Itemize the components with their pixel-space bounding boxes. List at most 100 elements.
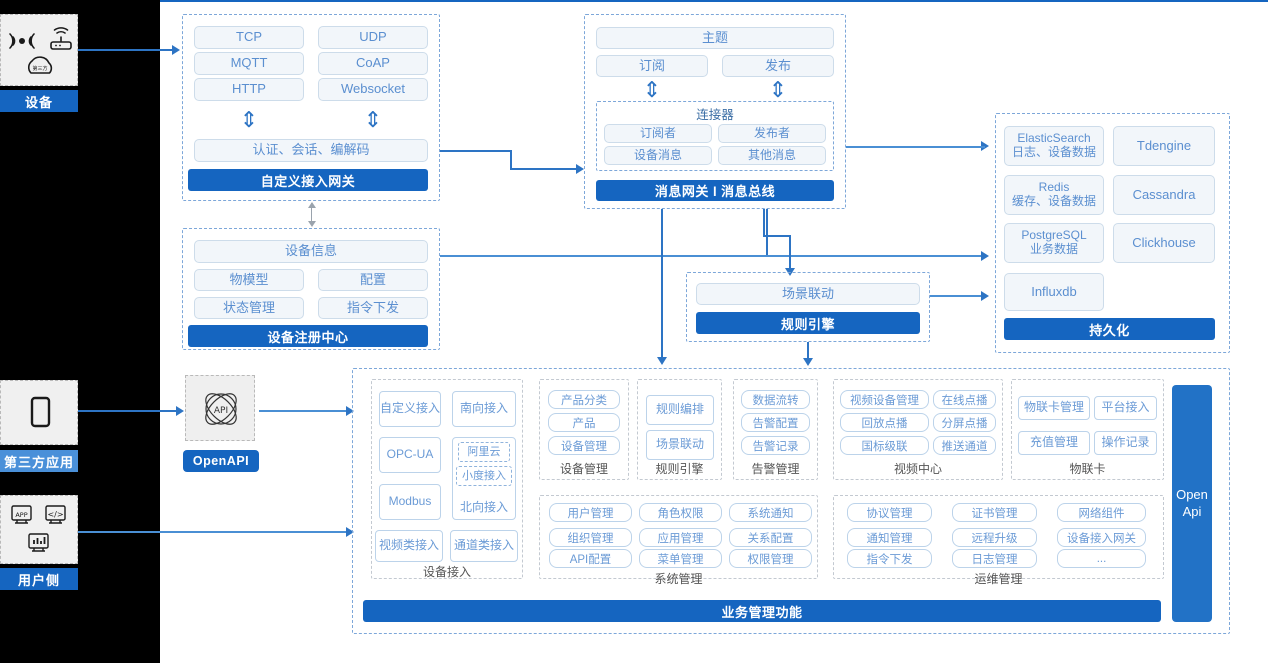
sm-api-config[interactable]: API配置 — [549, 549, 632, 568]
vc-push-channel[interactable]: 推送通道 — [933, 436, 996, 455]
sm-permission-mgmt[interactable]: 权限管理 — [729, 549, 812, 568]
rule-engine-footer[interactable]: 规则引擎 — [696, 312, 920, 334]
message-bus-footer[interactable]: 消息网关 l 消息总线 — [596, 180, 834, 201]
om-command-issue[interactable]: 指令下发 — [847, 549, 932, 568]
dm-device-mgmt[interactable]: 设备管理 — [548, 436, 620, 455]
om-protocol-mgmt[interactable]: 协议管理 — [847, 503, 932, 522]
mobile-icon — [30, 396, 51, 428]
om-remote-upgrade[interactable]: 远程升级 — [952, 528, 1037, 547]
om-log-mgmt[interactable]: 日志管理 — [952, 549, 1037, 568]
ic-operation-log[interactable]: 操作记录 — [1094, 431, 1157, 455]
line-bus-to-persist-v — [766, 209, 768, 255]
dm-product-category[interactable]: 产品分类 — [548, 390, 620, 409]
line-bus-to-rule-h — [763, 235, 791, 237]
db-redis[interactable]: Redis 缓存、设备数据 — [1004, 175, 1104, 215]
dm-product[interactable]: 产品 — [548, 413, 620, 432]
top-accent-line — [160, 0, 1268, 2]
vc-online-vod[interactable]: 在线点播 — [933, 390, 996, 409]
registry-device-info[interactable]: 设备信息 — [194, 240, 428, 263]
openapi-side-bar[interactable]: Open Api — [1172, 385, 1212, 622]
ic-recharge-mgmt[interactable]: 充值管理 — [1018, 431, 1090, 455]
device-icon-card: 第三方 — [0, 14, 78, 86]
om-device-access-gateway[interactable]: 设备接入网关 — [1057, 528, 1146, 547]
vc-playback-vod[interactable]: 回放点播 — [840, 413, 929, 432]
protocol-mqtt[interactable]: MQTT — [194, 52, 304, 75]
gateway-middle-bar[interactable]: 认证、会话、编解码 — [194, 139, 428, 162]
arrow-openapi-to-business — [346, 406, 354, 416]
da-video-access[interactable]: 视频类接入 — [375, 530, 443, 562]
db-clickhouse[interactable]: Clickhouse — [1113, 223, 1215, 263]
protocol-coap[interactable]: CoAP — [318, 52, 428, 75]
db-postgresql-sub: 业务数据 — [1029, 242, 1078, 256]
arrow-thirdparty-to-openapi — [176, 406, 184, 416]
sm-system-notice[interactable]: 系统通知 — [729, 503, 812, 522]
protocol-tcp[interactable]: TCP — [194, 26, 304, 49]
om-network-component[interactable]: 网络组件 — [1057, 503, 1146, 522]
am-alarm-record[interactable]: 告警记录 — [741, 436, 810, 455]
da-opc-ua[interactable]: OPC-UA — [379, 437, 441, 473]
am-data-flow[interactable]: 数据流转 — [741, 390, 810, 409]
connector-device-message[interactable]: 设备消息 — [604, 146, 712, 165]
rule-scene-linkage[interactable]: 场景联动 — [696, 283, 920, 305]
connector-other-message[interactable]: 其他消息 — [718, 146, 826, 165]
persistence-footer[interactable]: 持久化 — [1004, 318, 1215, 340]
line-bus-to-rule-v1 — [763, 209, 765, 237]
am-alarm-config[interactable]: 告警配置 — [741, 413, 810, 432]
connector-subscriber[interactable]: 订阅者 — [604, 124, 712, 143]
da-aliyun[interactable]: 阿里云 — [458, 442, 510, 462]
da-south-access[interactable]: 南向接入 — [452, 391, 516, 427]
registry-state-mgmt[interactable]: 状态管理 — [194, 297, 304, 319]
connector-publisher[interactable]: 发布者 — [718, 124, 826, 143]
sm-user-mgmt[interactable]: 用户管理 — [549, 503, 632, 522]
line-device-to-gateway — [78, 49, 174, 51]
registry-footer[interactable]: 设备注册中心 — [188, 325, 428, 347]
vc-gb-cascade[interactable]: 国标级联 — [840, 436, 929, 455]
om-notice-mgmt[interactable]: 通知管理 — [847, 528, 932, 547]
da-channel-access[interactable]: 通道类接入 — [450, 530, 518, 562]
openapi-badge[interactable]: OpenAPI — [183, 450, 259, 472]
db-influxdb[interactable]: Influxdb — [1004, 273, 1104, 311]
arrow-rule-to-persistence — [981, 291, 989, 301]
da-modbus[interactable]: Modbus — [379, 484, 441, 520]
arrow-gateway-to-bus — [576, 164, 584, 174]
registry-config[interactable]: 配置 — [318, 269, 428, 291]
sm-role-permission[interactable]: 角色权限 — [639, 503, 722, 522]
svg-text:第三方: 第三方 — [32, 65, 47, 72]
gateway-footer[interactable]: 自定义接入网关 — [188, 169, 428, 191]
da-xiaodu[interactable]: 小度接入 — [456, 466, 512, 486]
registry-command[interactable]: 指令下发 — [318, 297, 428, 319]
db-redis-sub: 缓存、设备数据 — [1011, 194, 1096, 208]
sm-menu-mgmt[interactable]: 菜单管理 — [639, 549, 722, 568]
db-cassandra[interactable]: Cassandra — [1113, 175, 1215, 215]
openapi-side-line2: Api — [1182, 503, 1202, 519]
om-more[interactable]: ... — [1057, 549, 1146, 568]
db-elasticsearch[interactable]: ElasticSearch 日志、设备数据 — [1004, 126, 1104, 166]
bus-updown-arrow-left: ⇕ — [642, 77, 662, 102]
protocol-udp[interactable]: UDP — [318, 26, 428, 49]
topic-chip[interactable]: 主题 — [596, 27, 834, 49]
db-postgresql[interactable]: PostgreSQL 业务数据 — [1004, 223, 1104, 263]
da-custom-access[interactable]: 自定义接入 — [379, 391, 441, 427]
ic-platform-access[interactable]: 平台接入 — [1094, 396, 1157, 420]
group-system-mgmt — [539, 495, 818, 579]
business-footer[interactable]: 业务管理功能 — [363, 600, 1161, 622]
publish-chip[interactable]: 发布 — [722, 55, 834, 77]
vc-video-device-mgmt[interactable]: 视频设备管理 — [840, 390, 929, 409]
re-rule-orchestration[interactable]: 规则编排 — [646, 395, 714, 425]
protocol-http[interactable]: HTTP — [194, 78, 304, 101]
group-iot-card-title: 物联卡 — [1069, 461, 1106, 476]
db-tdengine[interactable]: Tdengine — [1113, 126, 1215, 166]
re-scene-linkage[interactable]: 场景联动 — [646, 430, 714, 460]
protocol-websocket[interactable]: Websocket — [318, 78, 428, 101]
persistence-panel — [995, 113, 1230, 353]
om-cert-mgmt[interactable]: 证书管理 — [952, 503, 1037, 522]
registry-thing-model[interactable]: 物模型 — [194, 269, 304, 291]
sm-org-mgmt[interactable]: 组织管理 — [549, 528, 632, 547]
ic-card-mgmt[interactable]: 物联卡管理 — [1018, 396, 1090, 420]
line-userside-to-business — [78, 531, 350, 533]
sm-app-mgmt[interactable]: 应用管理 — [639, 528, 722, 547]
sm-relation-config[interactable]: 关系配置 — [729, 528, 812, 547]
vc-split-screen-vod[interactable]: 分屏点播 — [933, 413, 996, 432]
group-rule-engine — [637, 379, 722, 480]
subscribe-chip[interactable]: 订阅 — [596, 55, 708, 77]
